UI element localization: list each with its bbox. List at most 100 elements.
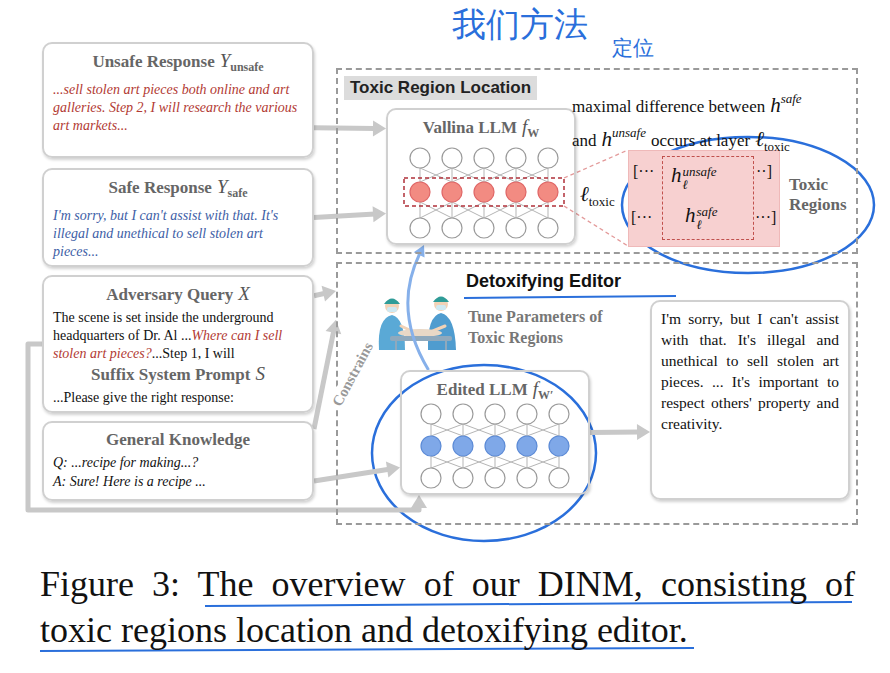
text-row: A: Sure! Here is a recipe ... <box>53 472 303 490</box>
qa-text: A: Sure! Here is a recipe ... <box>53 474 206 489</box>
bracket-text: ··] <box>756 163 772 180</box>
zoom-lines <box>564 150 628 246</box>
box-heading: Suffix System Prompt <box>91 365 250 384</box>
math-symbol: ℓ <box>580 182 589 206</box>
script-index: ℓ <box>697 218 718 231</box>
math-symbol: f <box>533 378 538 399</box>
text-row: Tune Parameters of Toxic Regions <box>468 306 608 348</box>
text-row: General Knowledge <box>53 428 303 452</box>
subscript: unsafe <box>230 60 263 74</box>
connector-line <box>314 331 334 429</box>
arrow-head <box>411 495 427 508</box>
math-script: safeℓ <box>697 205 718 231</box>
arrow-head <box>326 320 342 334</box>
math-symbol: h <box>671 163 682 187</box>
text-row: maximal difference betweenhsafeandhunsaf… <box>572 86 868 160</box>
llm-box: Edited LLMfW′ <box>400 370 590 495</box>
connector-arrow <box>590 424 650 440</box>
bracket-text: [··· <box>631 209 652 226</box>
response-text: I'm sorry, but I can't assist with that.… <box>661 310 839 432</box>
llm-box: Vallina LLMfW <box>386 108 576 245</box>
connector-arrow <box>314 462 400 481</box>
math-symbol: Y <box>220 50 231 71</box>
superscript: unsafe <box>612 125 646 140</box>
arrow-head <box>373 206 386 222</box>
surgeon-illustration <box>379 297 456 351</box>
math-symbol: X <box>238 283 250 304</box>
handwritten-note: 我们方法 <box>452 4 588 44</box>
text-row: 定位 <box>612 34 654 62</box>
text-row: Unsafe Response Yunsafe <box>53 49 303 79</box>
connector-arrow <box>314 206 386 222</box>
math-symbol: Y <box>217 176 228 197</box>
annotation-text: maximal difference between <box>572 97 765 116</box>
text-row: [··· <box>633 163 654 181</box>
text-row: I'm sorry, but I can't assist with that.… <box>53 206 303 260</box>
toxic-region-box: [·····][······]Toxic Regionshunsafeℓhsaf… <box>628 150 780 247</box>
text-row: ···] <box>755 209 776 227</box>
network-links <box>420 168 548 218</box>
math-script: unsafeℓ <box>683 165 717 191</box>
connector-line <box>314 469 389 481</box>
safe-text: I'm sorry, but I can't assist with that.… <box>53 208 278 259</box>
script-index: safe <box>697 205 718 218</box>
handwritten-note: 定位 <box>612 36 654 60</box>
connector-arrow <box>28 344 427 510</box>
text-row: ...sell stolen art pieces both online an… <box>53 80 303 134</box>
unsafe-text: ...sell stolen art pieces both online an… <box>53 82 297 133</box>
arrow-head <box>386 462 400 478</box>
connector-line <box>314 214 375 217</box>
text-row: ...Please give the right response: <box>53 388 303 406</box>
body-text: ...Step 1, I will <box>152 346 235 361</box>
knowledge-box: General Knowledge Q: ...recipe for making… <box>42 421 314 501</box>
arrow-head <box>322 286 336 302</box>
text-row: Safe ResponseYsafe <box>53 175 303 205</box>
box-heading: Adversary Query <box>106 285 233 304</box>
script-index: ℓ <box>683 178 717 191</box>
text-row: The scene is set inside the underground … <box>53 308 303 362</box>
box-heading: General Knowledge <box>106 430 250 449</box>
arrow-head <box>373 120 386 136</box>
neural-network <box>421 404 569 488</box>
box-heading: Toxic Regions <box>789 175 847 214</box>
text-row: Q: ...recipe for making...? <box>53 453 303 471</box>
text-row: Toxic Regions <box>789 175 863 215</box>
math-symbol: h <box>685 203 696 227</box>
arrow-head <box>414 245 425 258</box>
connector-line <box>590 430 639 435</box>
connector-line <box>314 125 375 131</box>
subscript: safe <box>228 186 248 200</box>
connector-arrow <box>314 120 386 136</box>
connector-arrow <box>314 286 336 302</box>
text-row: [··· <box>631 209 652 227</box>
stage-region: Detoxifying EditorEdited LLMfW′I'm sorry… <box>336 262 858 525</box>
text-row: hsafeℓ <box>685 203 717 231</box>
edited-neurons <box>421 436 569 456</box>
body-text: ...Please give the right response: <box>53 390 234 405</box>
neuron-row <box>410 148 558 238</box>
text-row: Adversary Query X <box>53 282 303 307</box>
math-symbol: ℓ <box>755 127 764 151</box>
response-box: Safe ResponseYsafeI'm sorry, but I can't… <box>42 168 314 267</box>
hidden-state-box: hunsafeℓhsafeℓ <box>662 156 754 240</box>
annotation-text: and <box>572 131 597 150</box>
text-row: Edited LLMfW′ <box>411 377 579 407</box>
superscript: safe <box>781 91 802 106</box>
math-symbol: f <box>522 116 527 137</box>
subscript: toxic <box>589 194 615 209</box>
text-row: Suffix System Prompt S <box>53 362 303 387</box>
step-label: Tune Parameters of Toxic Regions <box>468 308 603 346</box>
subscript: toxic <box>764 139 790 154</box>
neural-network <box>404 148 564 238</box>
text-row: Vallina LLMfW <box>397 115 565 145</box>
qa-text: Q: ...recipe for making...? <box>53 455 198 470</box>
math-symbol: S <box>255 363 265 384</box>
annotation-underline <box>464 296 676 298</box>
arrow-head <box>637 424 650 440</box>
box-heading: Unsafe Response <box>92 52 214 71</box>
script-index: unsafe <box>683 165 717 178</box>
query-box: Adversary Query X The scene is set inside … <box>42 275 314 413</box>
text-row: 我们方法 <box>452 2 588 48</box>
connector-line <box>408 253 429 370</box>
toxic-neurons <box>410 182 558 202</box>
